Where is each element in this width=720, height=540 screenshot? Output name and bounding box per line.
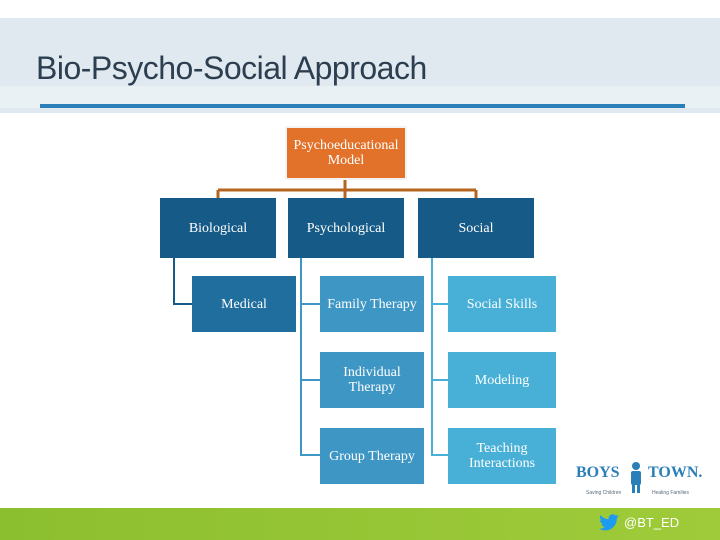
node-teaching-interactions: Teaching Interactions bbox=[448, 428, 556, 484]
footer-bar bbox=[0, 508, 720, 540]
title-underline bbox=[40, 104, 685, 108]
logo-figure-icon bbox=[631, 462, 641, 493]
title-band-edge bbox=[0, 86, 720, 108]
node-social: Social bbox=[418, 198, 534, 258]
node-social-skills: Social Skills bbox=[448, 276, 556, 332]
logo-tagline-right: Healing Families bbox=[652, 490, 689, 496]
logo-name-left: BOYS bbox=[576, 464, 620, 481]
node-modeling: Modeling bbox=[448, 352, 556, 408]
logo-tagline-left: Saving Children bbox=[586, 490, 622, 496]
node-psychological: Psychological bbox=[288, 198, 404, 258]
node-biological: Biological bbox=[160, 198, 276, 258]
twitter-handle[interactable]: @BT_ED bbox=[624, 515, 680, 530]
node-family-therapy: Family Therapy bbox=[320, 276, 424, 332]
boys-town-logo: BOYS TOWN. Saving Children Healing Famil… bbox=[576, 460, 706, 500]
node-root: Psychoeducational Model bbox=[285, 126, 407, 180]
connector-biological-medical bbox=[173, 258, 192, 305]
node-individual-therapy: Individual Therapy bbox=[320, 352, 424, 408]
logo-name-right: TOWN. bbox=[648, 464, 703, 481]
connector-social-spine bbox=[431, 258, 448, 456]
node-group-therapy: Group Therapy bbox=[320, 428, 424, 484]
connector-psychological-spine bbox=[300, 258, 320, 456]
node-medical: Medical bbox=[192, 276, 296, 332]
slide-title: Bio-Psycho-Social Approach bbox=[36, 50, 427, 86]
twitter-bird-icon bbox=[599, 514, 619, 531]
